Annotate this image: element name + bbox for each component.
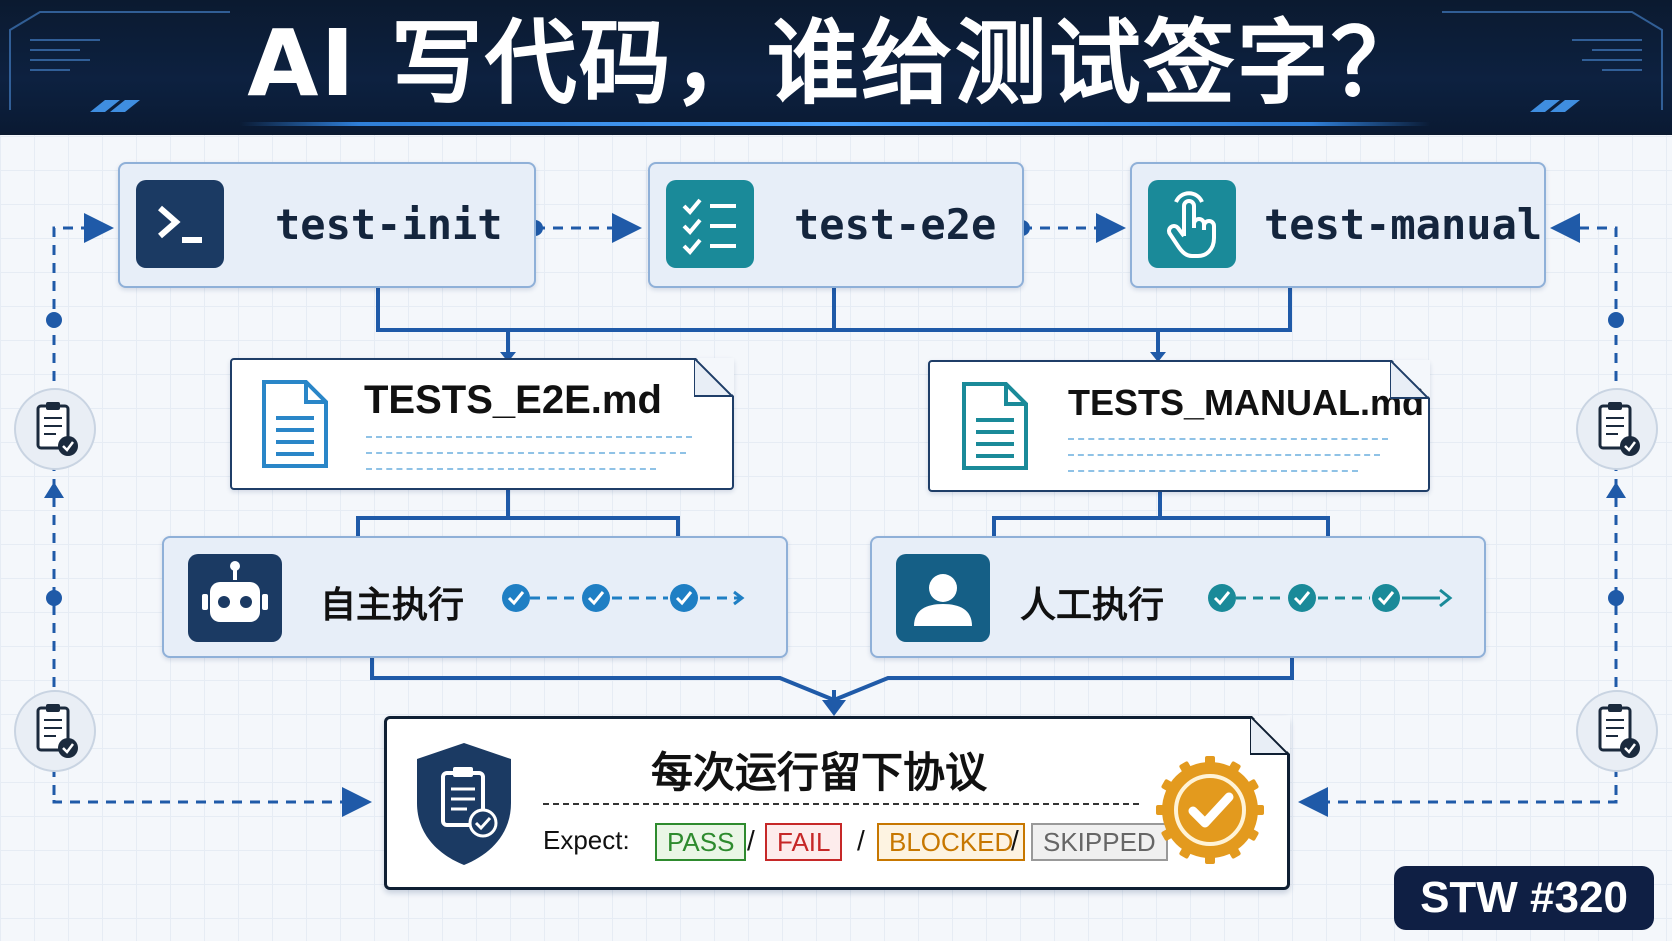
header-underline bbox=[240, 122, 1430, 126]
episode-badge: STW #320 bbox=[1394, 866, 1654, 930]
step-label: test-manual bbox=[1264, 200, 1543, 249]
separator: / bbox=[857, 825, 865, 856]
status-skipped-badge: SKIPPED bbox=[1031, 823, 1168, 861]
expect-label: Expect: bbox=[543, 825, 630, 855]
separator: / bbox=[1011, 825, 1019, 856]
folded-corner bbox=[694, 358, 734, 397]
clipboard-check-icon bbox=[14, 690, 96, 772]
page-title: AI 写代码，谁给测试签字？ bbox=[247, 10, 1425, 117]
folded-corner bbox=[1390, 360, 1430, 399]
header-banner: AI 写代码，谁给测试签字？ bbox=[0, 0, 1672, 132]
approval-seal-icon bbox=[1156, 756, 1264, 864]
document-icon bbox=[962, 382, 1028, 470]
doc-placeholder-line bbox=[1068, 438, 1388, 440]
robot-icon bbox=[188, 554, 282, 642]
checklist-icon bbox=[666, 180, 754, 268]
terminal-icon bbox=[136, 180, 224, 268]
progress-checks bbox=[502, 584, 745, 612]
progress-checks bbox=[1208, 584, 1453, 612]
document-icon bbox=[262, 380, 328, 468]
doc-placeholder-line bbox=[366, 436, 692, 438]
doc-placeholder-line bbox=[1068, 454, 1380, 456]
protocol-card[interactable]: 每次运行留下协议 Expect: PASS / FAIL / BLOCKED /… bbox=[384, 716, 1290, 890]
protocol-title: 每次运行留下协议 bbox=[651, 748, 988, 797]
exec-autonomous[interactable]: 自主执行 bbox=[162, 536, 788, 658]
step-label: test-e2e bbox=[794, 200, 997, 249]
step-test-e2e[interactable]: test-e2e bbox=[648, 162, 1024, 288]
protocol-divider bbox=[543, 803, 1139, 805]
doc-tests-e2e[interactable]: TESTS_E2E.md bbox=[230, 358, 734, 490]
clipboard-check-icon bbox=[1576, 388, 1658, 470]
header-decoration bbox=[9, 11, 1663, 112]
step-label: test-init bbox=[275, 200, 503, 249]
status-pass-badge: PASS bbox=[655, 823, 747, 861]
clipboard-check-icon bbox=[1576, 690, 1658, 772]
hand-pointer-icon bbox=[1148, 180, 1236, 268]
doc-placeholder-line bbox=[1068, 470, 1358, 472]
person-icon bbox=[896, 554, 990, 642]
folded-corner bbox=[1250, 716, 1290, 755]
clipboard-check-icon bbox=[14, 388, 96, 470]
step-test-manual[interactable]: test-manual bbox=[1130, 162, 1546, 288]
separator: / bbox=[747, 825, 755, 856]
exec-manual[interactable]: 人工执行 bbox=[870, 536, 1486, 658]
shield-clipboard-icon bbox=[417, 743, 511, 865]
step-test-init[interactable]: test-init bbox=[118, 162, 536, 288]
status-fail-badge: FAIL bbox=[765, 823, 843, 861]
doc-title: TESTS_MANUAL.md bbox=[1068, 382, 1425, 423]
status-blocked-badge: BLOCKED bbox=[877, 823, 1026, 861]
doc-tests-manual[interactable]: TESTS_MANUAL.md bbox=[928, 360, 1430, 492]
exec-label: 自主执行 bbox=[320, 585, 465, 626]
exec-label: 人工执行 bbox=[1020, 585, 1165, 626]
doc-title: TESTS_E2E.md bbox=[364, 378, 662, 422]
doc-placeholder-line bbox=[366, 452, 686, 454]
doc-placeholder-line bbox=[366, 468, 656, 470]
